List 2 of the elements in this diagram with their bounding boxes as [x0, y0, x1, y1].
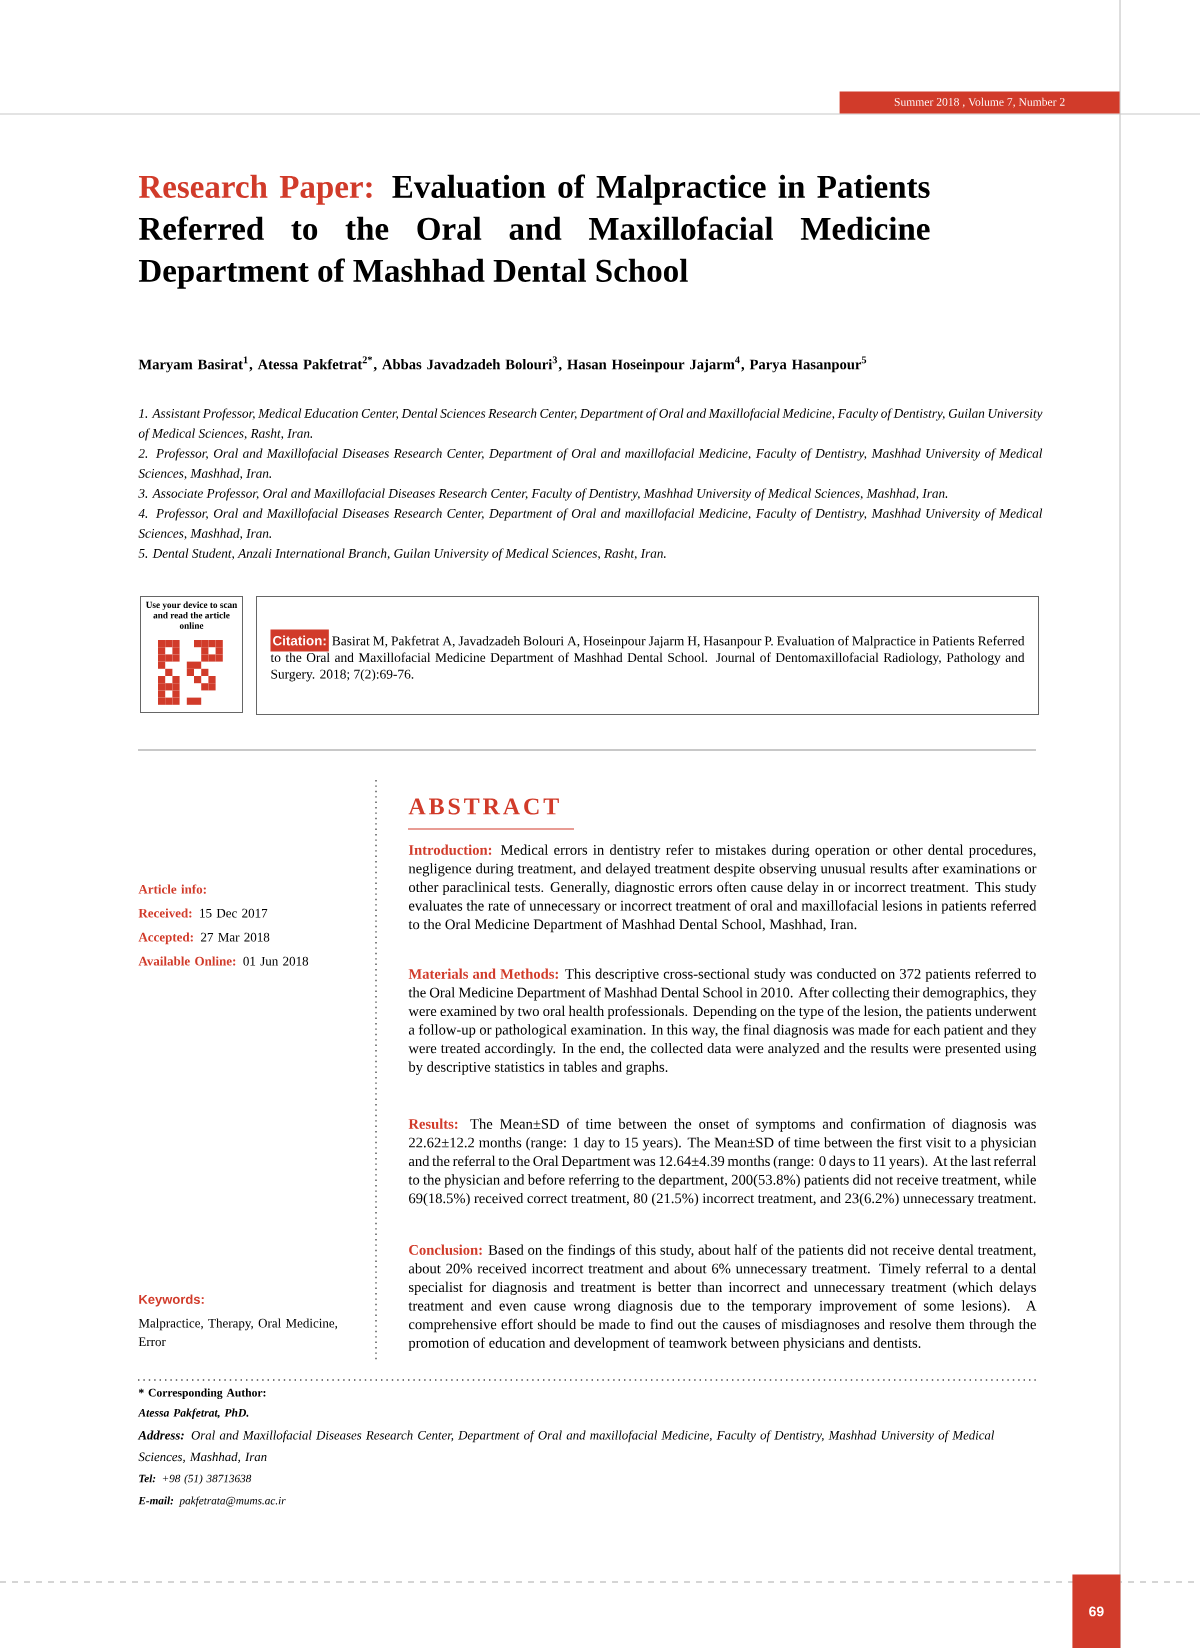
abstract-heading: ABSTRACT	[408, 798, 559, 815]
article-title: Research Paper: Evaluation of Malpractice in Patients Referred to the Oral and Maxillofacial Medicine Department of Mashhad Dental School	[138, 174, 930, 289]
